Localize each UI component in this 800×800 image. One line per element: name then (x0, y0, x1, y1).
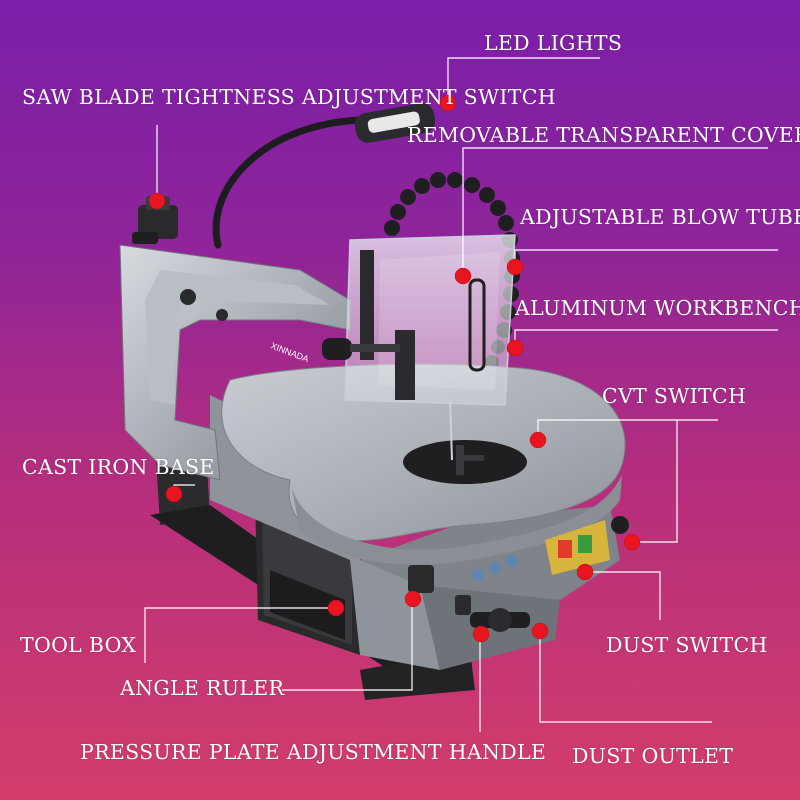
led-lamp (212, 103, 436, 249)
label-pressure-plate-handle: PRESSURE PLATE ADJUSTMENT HANDLE (80, 740, 547, 764)
callout-cvt-switch-area (529, 431, 547, 449)
callout-blow-tube (506, 258, 524, 276)
label-removable-cover: REMOVABLE TRANSPARENT COVER (407, 123, 800, 147)
callout-dust-switch (576, 563, 594, 581)
label-led-lights: LED LIGHTS (484, 31, 623, 55)
brand-mark: XINNADA (269, 341, 310, 365)
label-dust-outlet: DUST OUTLET (572, 744, 734, 768)
callout-cast-iron-base (165, 485, 183, 503)
label-dust-switch: DUST SWITCH (606, 633, 768, 657)
label-cvt-switch: CVT SWITCH (602, 384, 747, 408)
control-panel (472, 516, 629, 581)
callout-pressure-handle (472, 625, 490, 643)
label-saw-blade-tightness: SAW BLADE TIGHTNESS ADJUSTMENT SWITCH (22, 85, 556, 109)
label-tool-box: TOOL BOX (20, 633, 137, 657)
pressure-plate-handle (408, 565, 530, 632)
callout-tool-box (327, 599, 345, 617)
label-blow-tube: ADJUSTABLE BLOW TUBE (520, 205, 800, 229)
callout-cvt-switch (623, 533, 641, 551)
label-angle-ruler: ANGLE RULER (120, 676, 285, 700)
callout-led-lights (439, 94, 457, 112)
label-aluminum-workbench: ALUMINUM WORKBENCH (515, 296, 800, 320)
label-cast-iron-base: CAST IRON BASE (22, 455, 215, 479)
callout-dots (148, 94, 641, 643)
hold-down-knob (322, 338, 400, 360)
callout-saw-blade-tightness (148, 192, 166, 210)
aluminum-workbench (221, 363, 626, 565)
callout-workbench (506, 339, 524, 357)
callout-angle-ruler (404, 590, 422, 608)
callout-dust-outlet (531, 622, 549, 640)
callout-transparent-cover (454, 267, 472, 285)
